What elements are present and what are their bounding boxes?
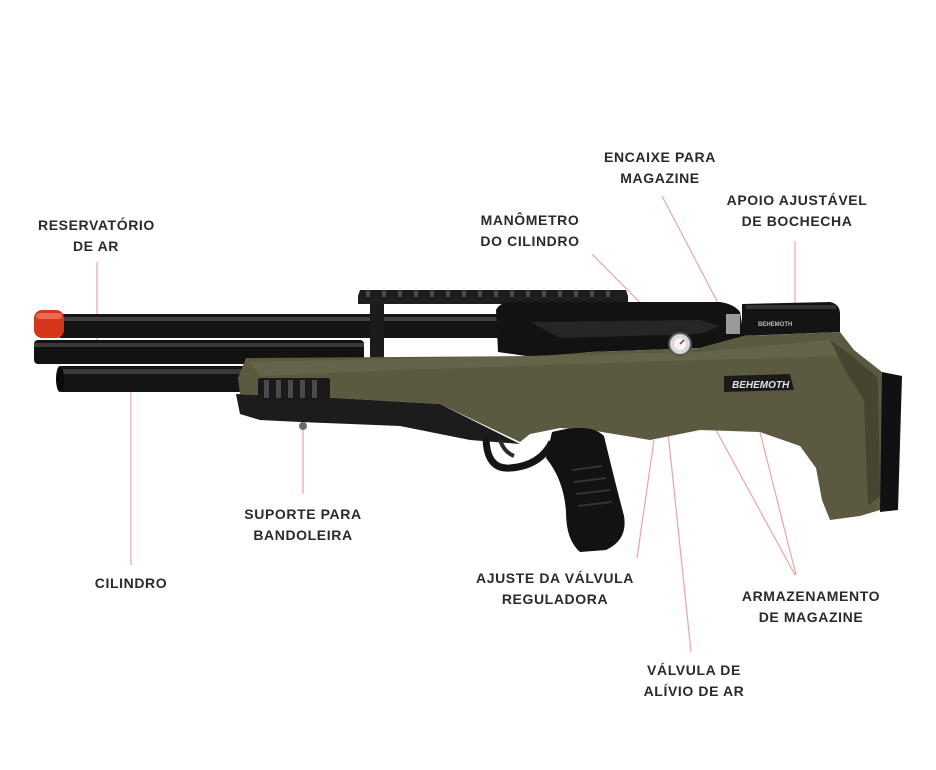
pistol-grip <box>546 427 625 552</box>
label-line: MANÔMETRO <box>480 212 580 228</box>
label-line: MAGAZINE <box>620 170 700 186</box>
label-line: AJUSTE DA VÁLVULA <box>476 570 634 586</box>
leader-encaixe <box>661 195 729 323</box>
label-line: DE MAGAZINE <box>758 609 864 625</box>
label-suporte: SUPORTE PARA BANDOLEIRA <box>240 504 366 546</box>
butt-pad <box>880 372 902 512</box>
label-line: ENCAIXE PARA <box>604 149 716 165</box>
sling-mount <box>299 422 307 430</box>
label-line: APOIO AJUSTÁVEL <box>726 192 868 208</box>
stock-brand-badge: BEHEMOTH <box>724 374 794 392</box>
label-line: BANDOLEIRA <box>253 527 353 543</box>
leader-ajuste <box>636 439 655 559</box>
label-line: ARMAZENAMENTO <box>741 588 881 604</box>
label-line: REGULADORA <box>501 591 609 607</box>
fore-end <box>236 394 520 444</box>
label-manometro: MANÔMETRO DO CILINDRO <box>468 210 592 252</box>
leader-armazenamento-a <box>715 429 796 576</box>
lower-barrel <box>56 366 280 392</box>
label-encaixe: ENCAIXE PARA MAGAZINE <box>598 147 722 189</box>
label-cilindro: CILINDRO <box>88 573 174 594</box>
label-reservatorio: RESERVATÓRIO DE AR <box>38 215 154 257</box>
label-ajuste: AJUSTE DA VÁLVULA REGULADORA <box>474 568 636 610</box>
top-barrel <box>58 314 528 338</box>
label-line: DE AR <box>72 238 120 254</box>
leader-lines <box>96 195 797 653</box>
cheek-rest: BEHEMOTH <box>742 302 840 336</box>
label-armazenamento: ARMAZENAMENTO DE MAGAZINE <box>734 586 888 628</box>
label-line: SUPORTE PARA <box>244 506 362 522</box>
cheek-brand-text: BEHEMOTH <box>758 322 792 328</box>
trigger-assembly <box>482 435 556 472</box>
leader-valvula <box>667 431 692 653</box>
label-line: CILINDRO <box>94 575 168 591</box>
label-apoio: APOIO AJUSTÁVEL DE BOCHECHA <box>724 190 870 232</box>
label-line: VÁLVULA DE <box>647 662 741 678</box>
label-line: DE BOCHECHA <box>741 213 853 229</box>
muzzle-cap <box>34 310 64 338</box>
label-valvula: VÁLVULA DE ALÍVIO DE AR <box>636 660 752 702</box>
barrel-band <box>370 300 384 366</box>
olive-stock <box>238 332 884 520</box>
leader-armazenamento-b <box>759 431 797 576</box>
label-line: DO CILINDRO <box>480 233 580 249</box>
top-rail <box>358 290 628 304</box>
label-line: RESERVATÓRIO <box>38 217 155 233</box>
accessory-rail <box>258 378 330 400</box>
stock-brand-text: BEHEMOTH <box>732 380 790 391</box>
label-line: ALÍVIO DE AR <box>643 683 745 699</box>
cylinder-gauge <box>668 332 692 356</box>
